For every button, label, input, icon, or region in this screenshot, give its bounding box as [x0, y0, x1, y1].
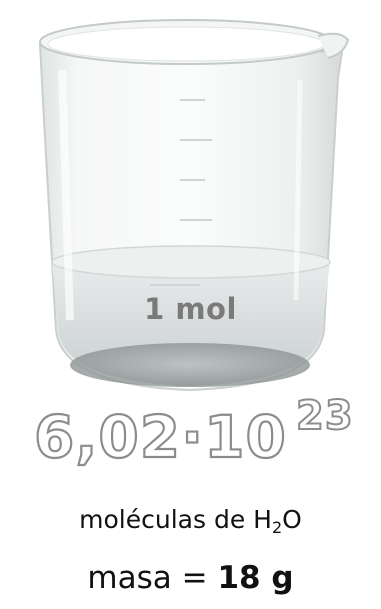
mass-caption: masa = 18 g — [0, 560, 381, 596]
avogadro-number: 6,02·10 23 — [0, 395, 381, 470]
molecules-suffix: O — [282, 505, 302, 534]
mass-value: 18 g — [217, 560, 294, 596]
molecules-prefix: moléculas de H — [79, 505, 272, 534]
molecules-subscript: 2 — [271, 518, 283, 537]
beaker-illustration — [38, 19, 350, 392]
mass-prefix: masa = — [87, 560, 218, 596]
avogadro-mantissa: 6,02·10 — [34, 403, 287, 470]
beaker-icon — [38, 19, 350, 392]
avogadro-exponent: 23 — [296, 395, 354, 439]
beaker-label: 1 mol — [144, 292, 237, 326]
molecules-caption: moléculas de H2O — [0, 505, 381, 537]
